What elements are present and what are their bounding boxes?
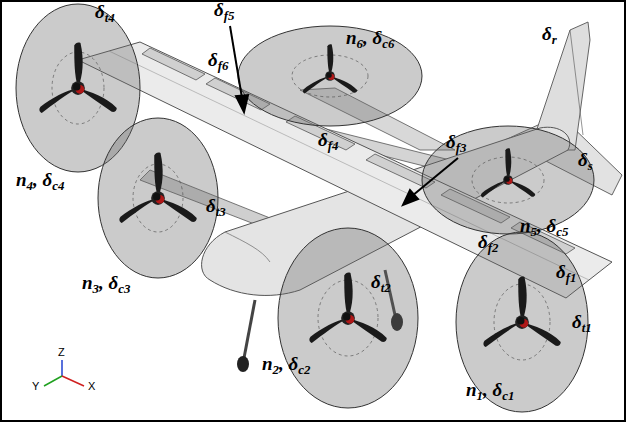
control-label: δt1 <box>572 312 592 335</box>
control-label: δf2 <box>478 232 499 255</box>
control-label: δt2 <box>371 272 391 295</box>
control-label: n4, δc4 <box>16 170 64 193</box>
axis-label: Y <box>32 380 39 392</box>
control-label: δf3 <box>446 132 467 155</box>
axis-label: Z <box>58 346 65 358</box>
control-label: δt4 <box>95 2 115 25</box>
control-label: n1, δc1 <box>466 380 514 403</box>
control-label: n5, δc5 <box>520 216 568 239</box>
control-label: δf4 <box>318 130 339 153</box>
control-label: δf5 <box>214 0 235 23</box>
axis-label: X <box>88 380 95 392</box>
control-label: n3, δc3 <box>82 273 130 296</box>
control-label: n6, δc6 <box>346 28 394 51</box>
control-label: δf1 <box>556 262 577 285</box>
control-label: δs <box>578 150 593 173</box>
control-label: δt3 <box>206 196 226 219</box>
control-label: n2, δc2 <box>262 354 310 377</box>
control-label: δr <box>542 24 557 47</box>
control-label: δf6 <box>208 50 229 73</box>
